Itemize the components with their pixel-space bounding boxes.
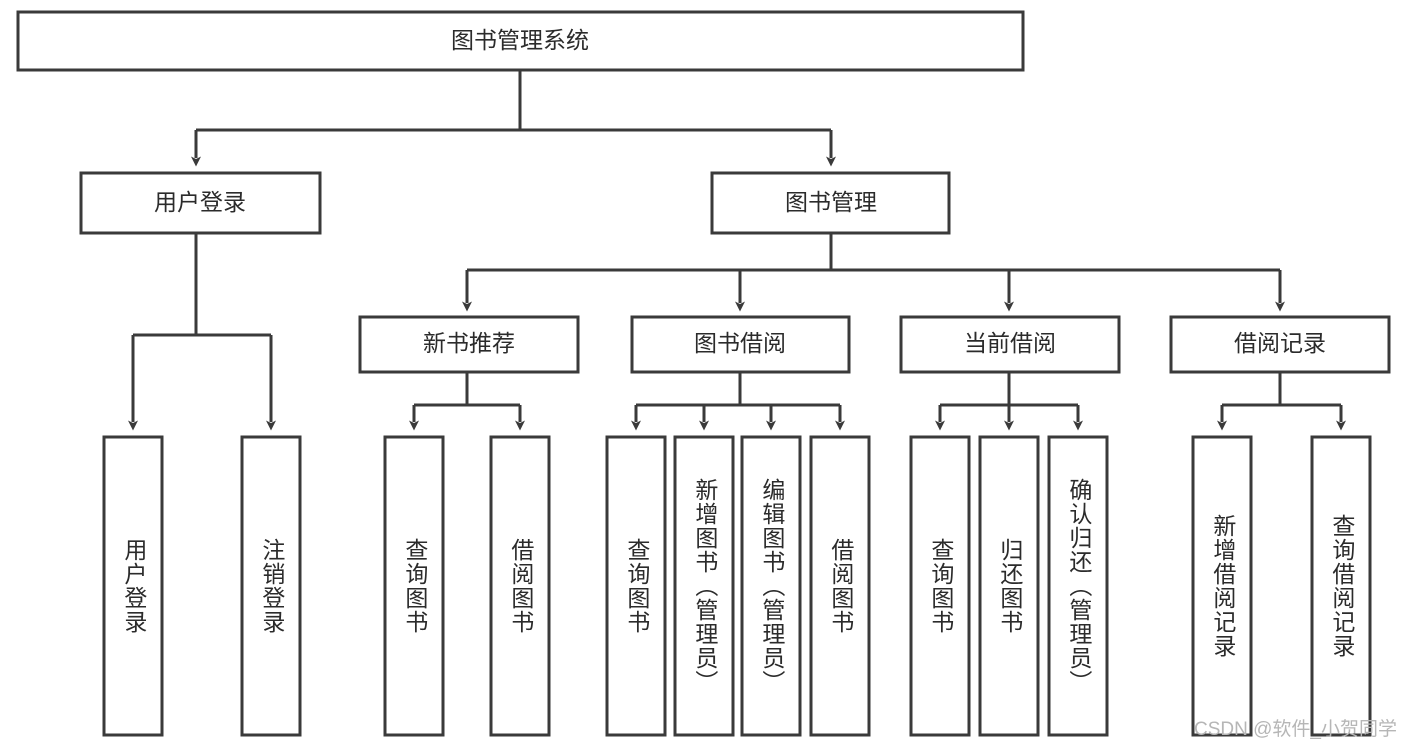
connector-userlogin-to-leaves (128, 233, 276, 431)
node-current-borrow-label: 当前借阅 (964, 330, 1056, 356)
leaf-rect-return-book[interactable] (978, 435, 1040, 737)
node-book-borrow[interactable]: 图书借阅 (630, 315, 851, 374)
node-root-system[interactable]: 图书管理系统 (16, 10, 1025, 72)
connector-newbook-to-leaves (409, 372, 525, 431)
leaf-rects-new-book-recommend (383, 435, 551, 737)
watermark-text: CSDN @软件_小贺同学 (1194, 719, 1397, 740)
node-book-borrow-label: 图书借阅 (694, 330, 786, 356)
connector-bookborrow-to-leaves (631, 372, 845, 431)
leaf-rect-query-book-cb[interactable] (909, 435, 971, 737)
leaf-rect-query-book-nb[interactable] (383, 435, 445, 737)
leaf-rect-borrow-book-bb[interactable] (809, 435, 871, 737)
connector-bookmgmt-to-level2 (462, 233, 1285, 312)
leaf-rect-borrow-book-nb[interactable] (489, 435, 551, 737)
connector-borrowrecord-to-leaves (1217, 372, 1346, 431)
leaf-rects-user-login (102, 435, 302, 737)
node-root-label: 图书管理系统 (451, 27, 589, 53)
node-new-book-recommend-label: 新书推荐 (423, 330, 515, 356)
node-new-book-recommend[interactable]: 新书推荐 (358, 315, 580, 374)
leaf-rects-borrow-record (1191, 435, 1372, 737)
node-book-management-label: 图书管理 (785, 189, 877, 215)
connector-currentborrow-to-leaves (935, 372, 1083, 431)
node-book-management[interactable]: 图书管理 (710, 171, 951, 235)
connector-root-to-level1 (191, 70, 836, 167)
leaf-rects-current-borrow (909, 435, 1109, 737)
leaf-rect-query-borrow-record[interactable] (1310, 435, 1372, 737)
leaf-rect-user-logout[interactable] (240, 435, 302, 737)
node-borrow-record[interactable]: 借阅记录 (1169, 315, 1391, 374)
leaf-rect-user-login[interactable] (102, 435, 164, 737)
node-user-login[interactable]: 用户登录 (79, 171, 322, 235)
leaf-rect-edit-book-admin[interactable] (740, 435, 802, 737)
leaf-rect-confirm-return-admin[interactable] (1047, 435, 1109, 737)
node-borrow-record-label: 借阅记录 (1234, 330, 1326, 356)
leaf-rect-add-borrow-record[interactable] (1191, 435, 1253, 737)
leaf-rect-query-book-bb[interactable] (605, 435, 667, 737)
node-current-borrow[interactable]: 当前借阅 (899, 315, 1121, 374)
node-user-login-label: 用户登录 (154, 189, 246, 215)
leaf-rect-add-book-admin[interactable] (673, 435, 735, 737)
leaf-rects-book-borrow (605, 435, 871, 737)
